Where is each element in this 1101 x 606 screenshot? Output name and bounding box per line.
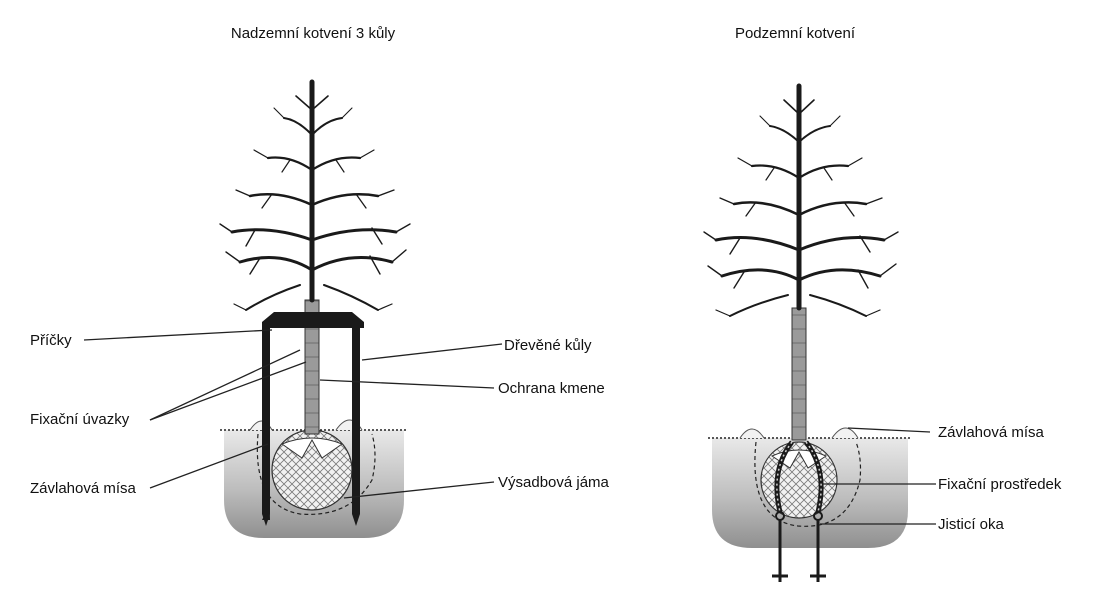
label-vysadbova-jama: Výsadbová jáma <box>498 474 610 491</box>
left-tree-crown <box>220 82 410 310</box>
label-drevene-kuly: Dřevěné kůly <box>504 337 592 354</box>
label-ochrana-kmene: Ochrana kmene <box>498 380 605 397</box>
right-trunk <box>792 308 806 440</box>
label-zavlahova-misa-left: Závlahová mísa <box>30 480 137 497</box>
left-panel: Nadzemní kotvení 3 kůly <box>30 25 610 538</box>
label-fixacni-prostredek: Fixační prostředek <box>938 476 1062 493</box>
label-zavlahova-misa-right: Závlahová mísa <box>938 424 1045 441</box>
left-root-ball <box>272 430 352 510</box>
right-panel: Podzemní kotvení <box>704 25 1062 582</box>
left-crossbars <box>262 312 364 328</box>
right-tree-crown <box>704 86 898 316</box>
right-panel-title: Podzemní kotvení <box>735 25 856 42</box>
label-jistici-oka: Jisticí oka <box>938 516 1005 533</box>
label-fixacni-uvazky: Fixační úvazky <box>30 411 130 428</box>
left-panel-title: Nadzemní kotvení 3 kůly <box>231 25 396 42</box>
label-pricky: Příčky <box>30 332 72 349</box>
right-root-ball <box>761 442 837 518</box>
